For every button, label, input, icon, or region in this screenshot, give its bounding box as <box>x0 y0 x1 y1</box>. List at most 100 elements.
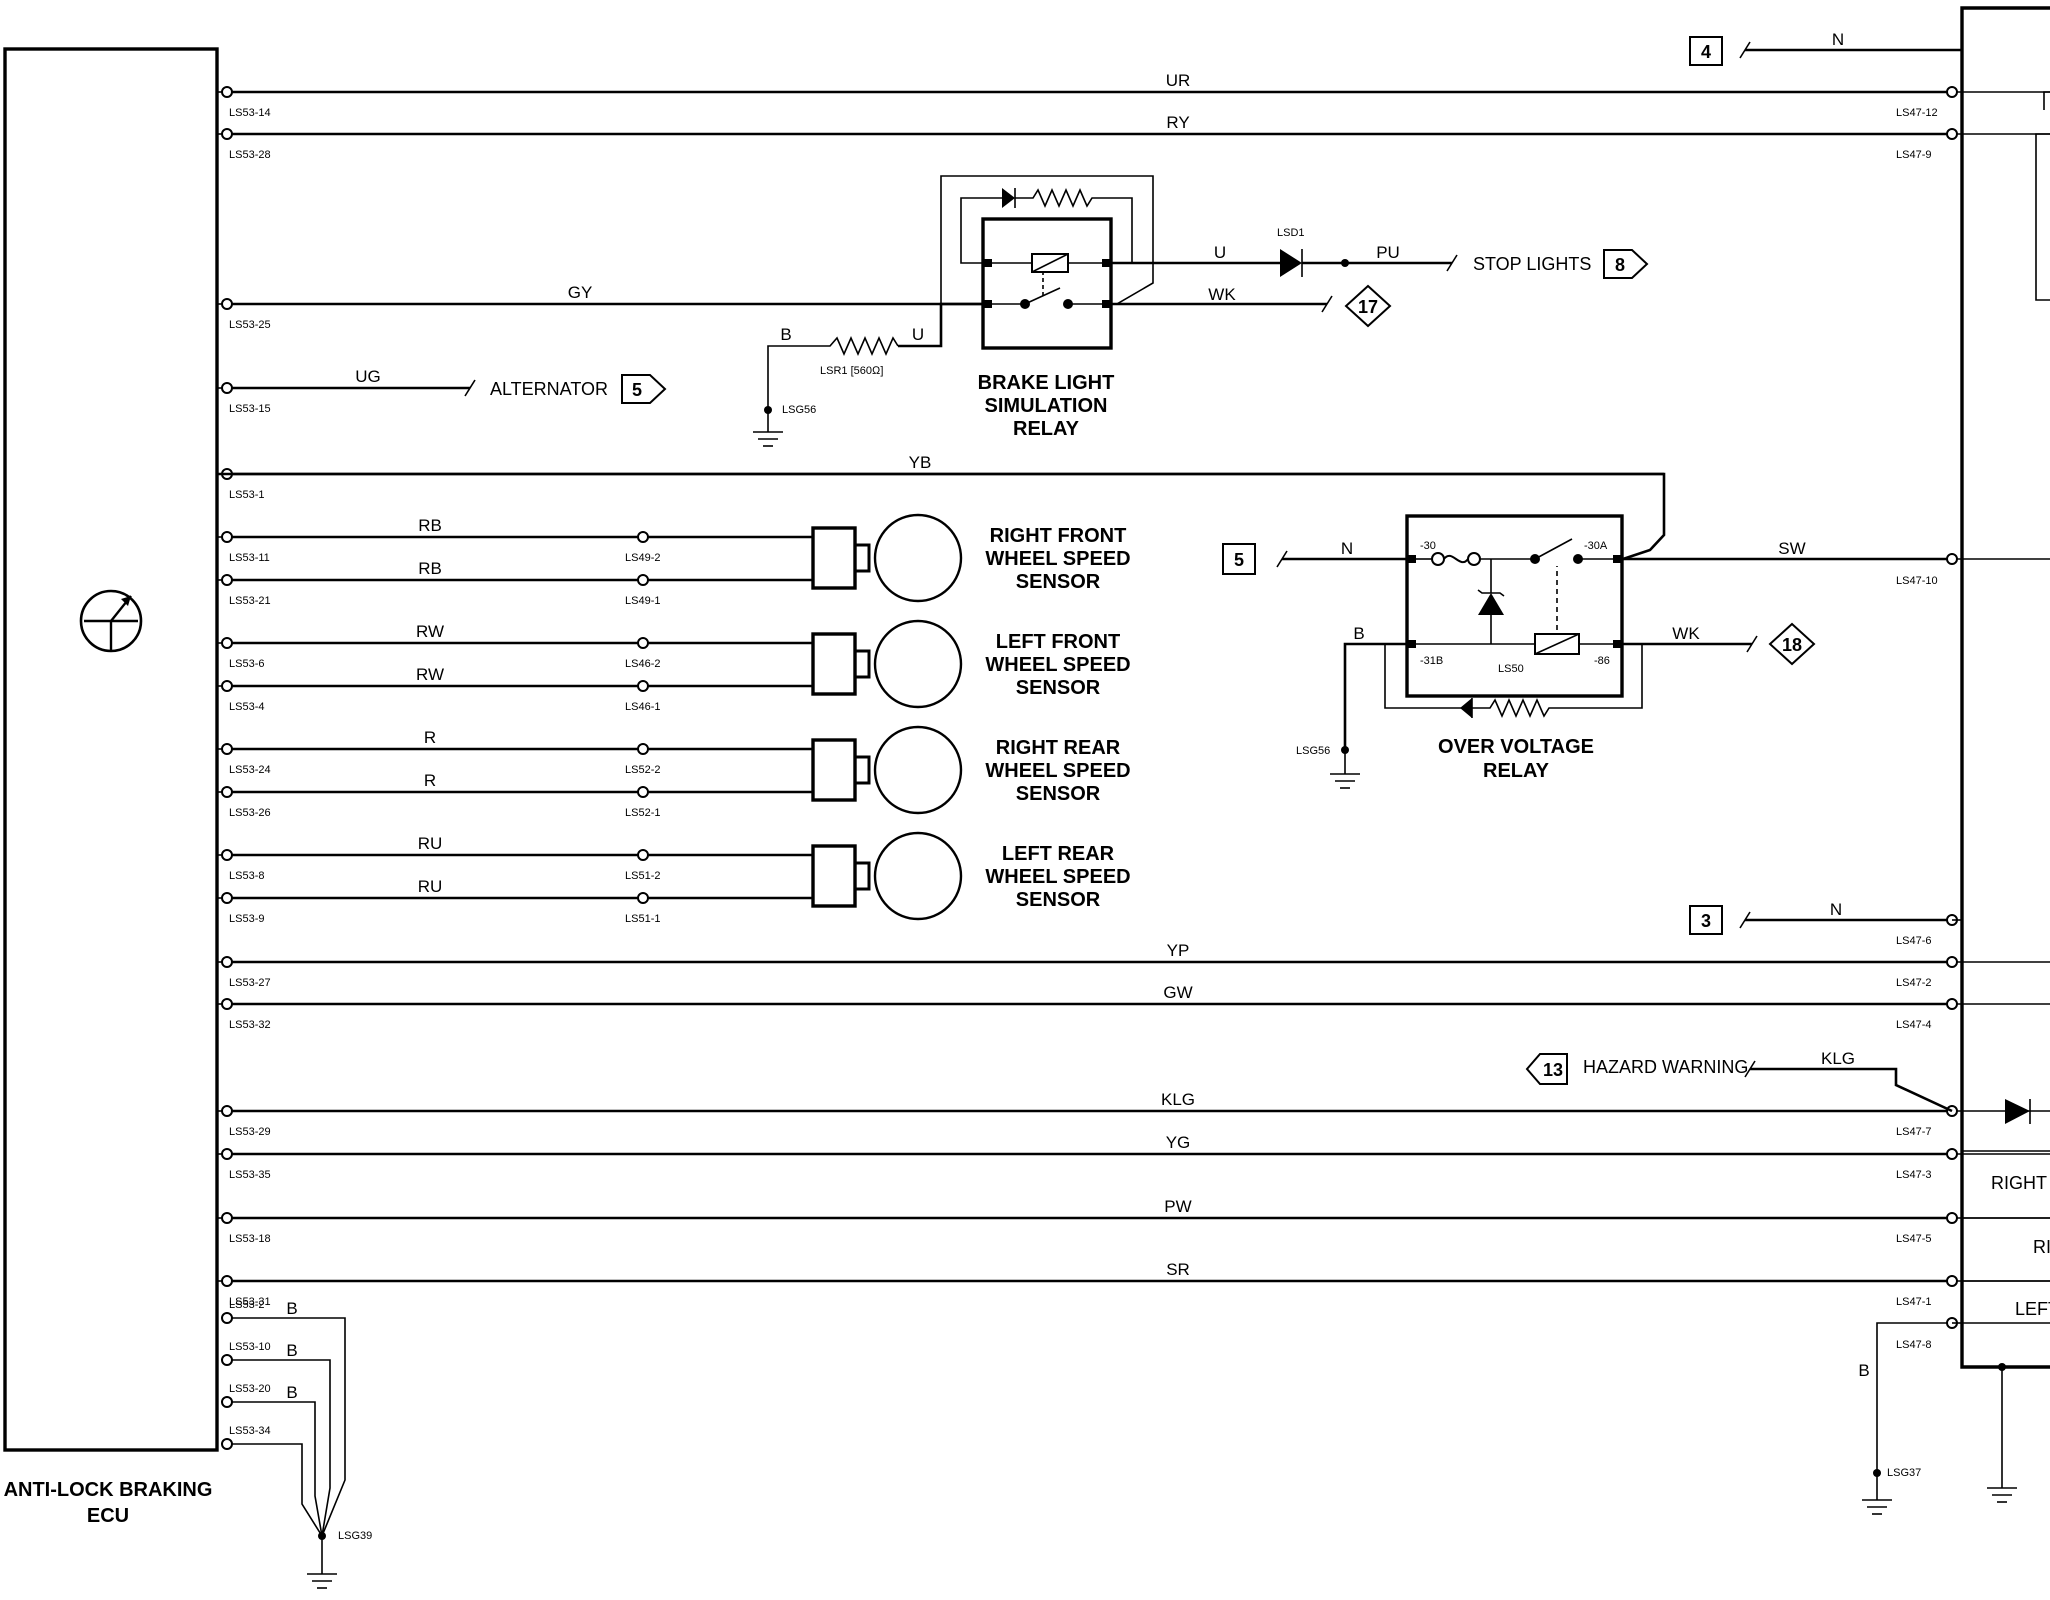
ground-lsg56-label-1: LSG56 <box>782 404 816 416</box>
conn-ls47-6: LS47-6 <box>1896 935 1931 947</box>
ecu-connector-label: LS53-15 <box>229 403 271 415</box>
sensor-connector-icon <box>811 738 857 802</box>
wire-wk-relay-label: WK <box>1208 285 1236 304</box>
right-module <box>1960 6 2050 1488</box>
wire-label: UG <box>355 367 381 386</box>
module-connector-label: LS47-1 <box>1896 1296 1931 1308</box>
ecu-connector-label: LS53-26 <box>229 807 271 819</box>
ecu-ground-connector-label: LS53-2 <box>229 1299 264 1311</box>
wire-klg-hazard-label: KLG <box>1821 1049 1855 1068</box>
ecu-label-2: ECU <box>87 1505 129 1527</box>
wire-label: KLG <box>1161 1090 1195 1109</box>
sensor-pin <box>637 680 649 692</box>
ecu-connector-label: LS53-31 <box>229 1296 271 1308</box>
ecu-row-11: LS53-8 RU LS51-2 <box>217 834 812 882</box>
wire-yb <box>217 472 1666 561</box>
wire-label: RW <box>416 622 444 641</box>
ground-wire-label: B <box>286 1383 297 1402</box>
module-connector-label: LS47-2 <box>1896 977 1931 989</box>
sensor-label-line: SENSOR <box>1016 889 1101 911</box>
sensor-connector-label: LS51-1 <box>625 913 660 925</box>
ground-lsg37-label: LSG37 <box>1887 1467 1921 1479</box>
module-pin <box>1946 956 1958 968</box>
ground-lsg56-label-2: LSG56 <box>1296 745 1330 757</box>
ecu-connector-label: LS53-6 <box>229 658 264 670</box>
ov-terminal-30: -30 <box>1420 540 1436 552</box>
sensor-pin <box>637 849 649 861</box>
ecu-symbol-icon <box>79 589 143 653</box>
sensor-connector-icon <box>811 844 857 908</box>
ecu-connector-label: LS53-1 <box>229 489 264 501</box>
module-pin <box>1946 1148 1958 1160</box>
ecu-pin <box>221 892 233 904</box>
wire-wk-ov-label: WK <box>1672 624 1700 643</box>
wire-label: PW <box>1164 1197 1191 1216</box>
ecu-connector-label: LS53-11 <box>229 552 270 564</box>
brake-relay-label-3: RELAY <box>1013 418 1080 440</box>
ref-box-4 <box>1689 36 1723 66</box>
wire-label: YG <box>1166 1133 1191 1152</box>
ground-lsg56-ov-icon <box>1330 746 1360 789</box>
wire-label: SR <box>1166 1260 1190 1279</box>
ecu-connector-label: LS53-14 <box>229 107 271 119</box>
ecu-pin <box>221 86 233 98</box>
ecu-pin <box>221 298 233 310</box>
ecu-pin <box>221 1148 233 1160</box>
wire-label: GW <box>1163 983 1192 1002</box>
sensor-connector-label: LS51-2 <box>625 870 660 882</box>
ecu-pin <box>221 637 233 649</box>
right-label-3: LEFT <box>2015 1299 2050 1319</box>
ecu-pin <box>221 574 233 586</box>
sensor-head-icon <box>873 725 963 815</box>
ecu-ground-connector-label: LS53-10 <box>229 1341 271 1353</box>
ov-terminal-31b: -31B <box>1420 655 1443 667</box>
sensor-label-line: LEFT FRONT <box>996 631 1120 653</box>
right-ground-wire <box>1862 1317 1962 1515</box>
module-pin <box>1946 998 1958 1010</box>
ground-wire-label: B <box>286 1299 297 1318</box>
sensor-label-line: WHEEL SPEED <box>985 760 1130 782</box>
diode-lsd1-label: LSD1 <box>1277 227 1305 239</box>
ecu-connector-label: LS53-35 <box>229 1169 271 1181</box>
wire-label: R <box>424 771 436 790</box>
sensor-connector-icon <box>811 526 857 590</box>
ref-4-number: 4 <box>1701 42 1711 62</box>
ecu-row-3: LS53-15 UG <box>217 367 476 415</box>
module-connector-label: LS47-7 <box>1896 1126 1931 1138</box>
wire-n-bottom-label: N <box>1830 900 1842 919</box>
ecu-ground-connector-label: LS53-34 <box>229 1425 271 1437</box>
module-connector-label: LS47-3 <box>1896 1169 1931 1181</box>
sensor-label-line: WHEEL SPEED <box>985 548 1130 570</box>
ecu-ground-connector-label: LS53-20 <box>229 1383 271 1395</box>
ecu-pin <box>221 531 233 543</box>
sensor-label-line: RIGHT REAR <box>996 737 1121 759</box>
right-ground-b-label: B <box>1858 1361 1869 1380</box>
wire-klg-hazard <box>1750 1067 1953 1113</box>
wire-label: R <box>424 728 436 747</box>
wire-b-ov <box>1343 642 1407 750</box>
ref-18-number: 18 <box>1782 635 1802 655</box>
module-pin <box>1946 128 1958 140</box>
conn-ls47-8: LS47-8 <box>1896 1339 1931 1351</box>
ov-terminal-86: -86 <box>1594 655 1610 667</box>
module-connector-label: LS47-12 <box>1896 107 1938 119</box>
wire-label: RY <box>1166 113 1189 132</box>
sensor-label-line: LEFT REAR <box>1002 843 1115 865</box>
ground-lsg39-label: LSG39 <box>338 1530 372 1542</box>
ecu-connector-label: LS53-25 <box>229 319 271 331</box>
ecu-ground-row-3: LS53-34 <box>221 1425 323 1537</box>
wire-label: RU <box>418 834 443 853</box>
right-module-ground-icon <box>1987 1487 2017 1503</box>
wire-b-ov-label: B <box>1353 624 1364 643</box>
ecu-connector-label: LS53-4 <box>229 701 264 713</box>
ecu-connector-label: LS53-8 <box>229 870 264 882</box>
ref-box-13 <box>1525 1053 1568 1085</box>
